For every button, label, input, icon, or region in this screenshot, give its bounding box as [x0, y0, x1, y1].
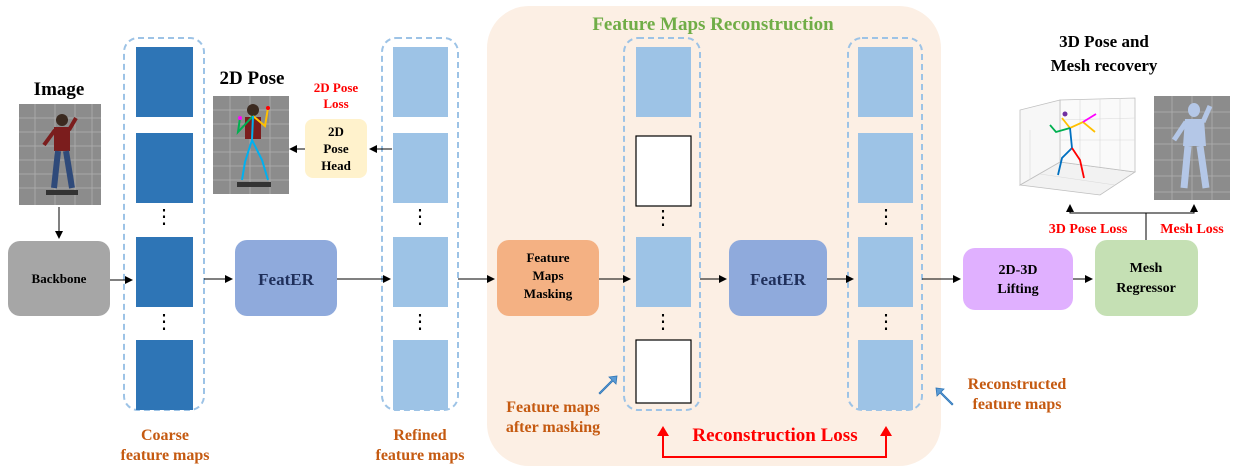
reconstructed-map [858, 133, 913, 203]
reconstruction-loss-bracket [662, 428, 887, 458]
ellipsis: ⋮ [653, 207, 673, 229]
pose3d-plot [1016, 95, 1138, 197]
after-masking-label: Feature maps [506, 399, 599, 416]
refined-map [393, 340, 448, 410]
masked-maps-frame [623, 37, 701, 411]
recovery-title: Mesh recovery [1051, 56, 1158, 75]
reconstruction-loss-label: Reconstruction Loss [692, 425, 857, 446]
lifting-label: Lifting [997, 282, 1038, 297]
coarse-map [136, 133, 193, 203]
backbone-box [8, 241, 110, 316]
masked-map-empty [635, 135, 692, 207]
regressor-output-line [1146, 204, 1198, 214]
mesh-image [1154, 96, 1230, 200]
ellipsis: ⋮ [876, 206, 896, 228]
refined-map [393, 133, 448, 203]
refined-map [393, 47, 448, 117]
reconstructed-map [858, 237, 913, 307]
pose-head-box [305, 119, 367, 178]
regressor-label: Mesh [1130, 261, 1163, 276]
refined-label: Refined [393, 427, 446, 444]
coarse-map [136, 47, 193, 117]
coarse-label: feature maps [120, 447, 209, 464]
masking-label: Maps [532, 268, 563, 283]
refined-label: feature maps [375, 447, 464, 464]
ellipsis: ⋮ [653, 311, 673, 333]
masking-label: Feature [526, 250, 569, 265]
reconstructed-label: Reconstructed [968, 376, 1067, 393]
masked-map-visible [636, 47, 691, 117]
mesh-loss-label: Mesh Loss [1160, 222, 1224, 237]
pose3d-loss-label: 3D Pose Loss [1049, 222, 1128, 237]
after-masking-label: after masking [506, 419, 600, 436]
feater-label-2: FeatER [750, 270, 806, 289]
reconstructed-maps-frame [847, 37, 923, 411]
pointer-arrow-icon [598, 375, 618, 395]
masked-map-visible [636, 237, 691, 307]
pose-head-label: Pose [323, 141, 349, 156]
lifting-box [963, 248, 1073, 310]
feater-box-2 [729, 240, 827, 316]
reconstruction-region [487, 6, 941, 466]
coarse-map [136, 340, 193, 410]
pose-head-label: 2D [328, 124, 344, 139]
ellipsis: ⋮ [410, 206, 430, 228]
pose-head-label: Head [321, 158, 351, 173]
refined-map [393, 237, 448, 307]
ellipsis: ⋮ [410, 311, 430, 333]
pose2d-title: 2D Pose [220, 68, 285, 89]
ellipsis: ⋮ [876, 311, 896, 333]
refined-maps-frame [381, 37, 459, 411]
regressor-output-line [1066, 204, 1147, 240]
pose2d-image [213, 96, 289, 194]
ellipsis: ⋮ [154, 206, 174, 228]
reconstructed-map [858, 47, 913, 117]
reconstruction-loss-arrowhead [880, 426, 892, 436]
pose2d-loss-label: Loss [323, 96, 348, 111]
coarse-label: Coarse [141, 427, 189, 444]
pose2d-loss-label: 2D Pose [314, 80, 359, 95]
image-title: Image [34, 79, 85, 100]
input-image [19, 104, 101, 205]
masking-box [497, 240, 599, 316]
coarse-map [136, 237, 193, 307]
backbone-label: Backbone [32, 271, 87, 286]
feater-label-1: FeatER [258, 270, 314, 289]
region-title: Feature Maps Reconstruction [592, 14, 834, 35]
regressor-box [1095, 240, 1198, 316]
recovery-title: 3D Pose and [1059, 32, 1149, 51]
pointer-arrow-icon [935, 387, 954, 406]
regressor-label: Regressor [1116, 281, 1176, 296]
ellipsis: ⋮ [154, 311, 174, 333]
feater-box-1 [235, 240, 337, 316]
reconstructed-map [858, 340, 913, 410]
masking-label: Masking [524, 286, 573, 301]
reconstruction-loss-arrowhead [657, 426, 669, 436]
reconstructed-label: feature maps [972, 396, 1061, 413]
lifting-label: 2D-3D [999, 263, 1038, 278]
masked-map-empty [635, 339, 692, 404]
